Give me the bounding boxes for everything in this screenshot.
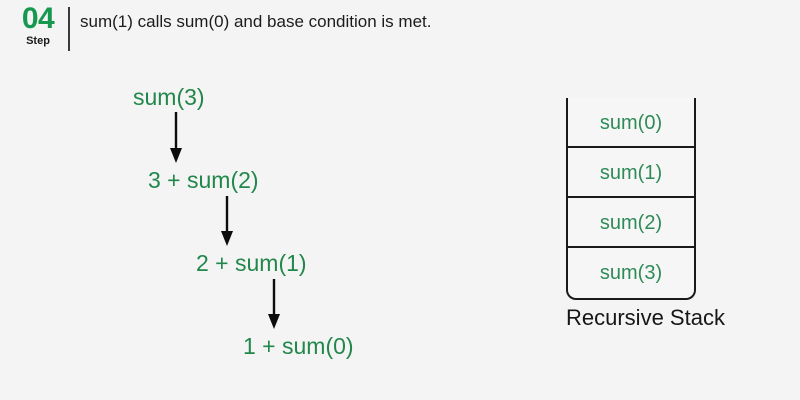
recursive-stack-caption: Recursive Stack — [566, 305, 725, 330]
stack-frame-sum3: sum(3) — [599, 262, 663, 284]
step-badge: 04 Step — [14, 4, 62, 48]
tree-node-1-plus-sum0: 1 + sum(0) — [243, 333, 354, 359]
arrow-sum3-to-sum2-icon — [170, 112, 182, 163]
tree-node-sum3: sum(3) — [133, 84, 205, 110]
header-divider — [68, 7, 70, 51]
tree-node-2-plus-sum1: 2 + sum(1) — [196, 250, 307, 276]
recursive-stack: sum(0) sum(1) sum(2) sum(3) — [566, 98, 698, 300]
stack-frame-sum0: sum(0) — [568, 98, 694, 148]
slide-header: 04 Step sum(1) calls sum(0) and base con… — [0, 0, 800, 58]
stack-box: sum(0) sum(1) sum(2) sum(3) — [566, 98, 696, 300]
arrow-sum2-to-sum1-icon — [221, 196, 233, 246]
step-word-label: Step — [26, 35, 50, 47]
tree-node-3-plus-sum2: 3 + sum(2) — [148, 167, 259, 193]
stack-frame-sum1: sum(1) — [568, 148, 694, 198]
stack-frame-sum2: sum(2) — [568, 198, 694, 248]
step-description: sum(1) calls sum(0) and base condition i… — [80, 12, 432, 31]
recursion-tree: sum(3) 3 + sum(2) 2 + sum(1) 1 + sum(0) — [133, 84, 354, 359]
arrow-sum1-to-sum0-icon — [268, 279, 280, 329]
step-number: 04 — [21, 2, 55, 35]
